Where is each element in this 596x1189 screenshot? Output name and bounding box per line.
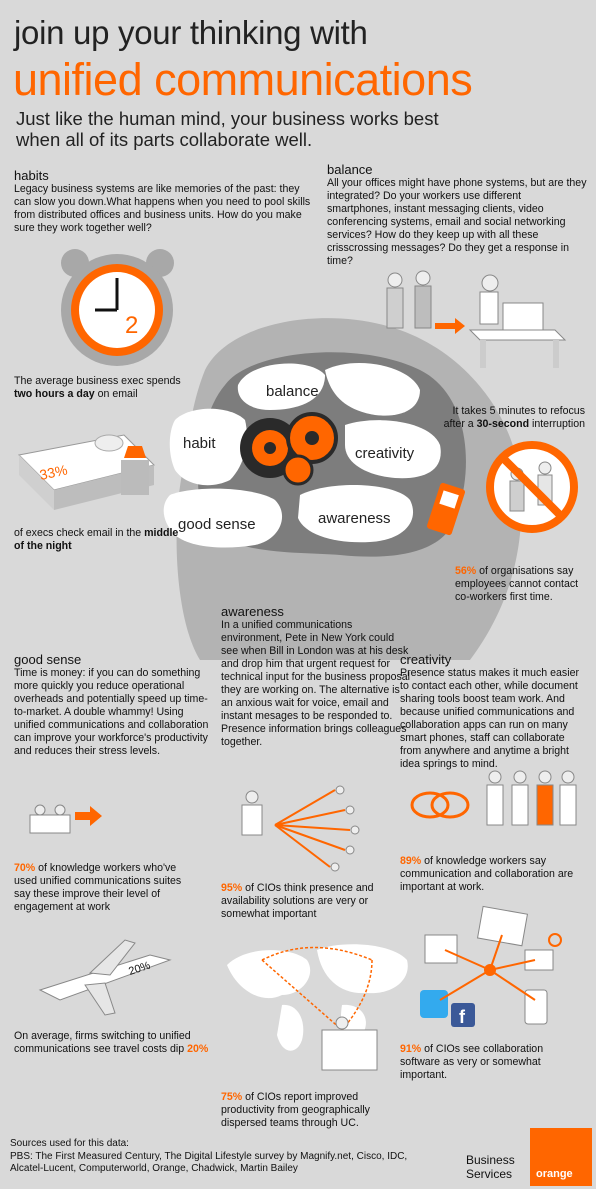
good-sense-stat-travel: On average, firms switching to unified c…: [14, 1030, 209, 1055]
svg-text:f: f: [459, 1007, 466, 1027]
handshake-desk-icon: [386, 270, 567, 368]
mobile-phone-icon: [427, 482, 465, 536]
habits-heading: habits: [14, 168, 49, 183]
habits-section: habits Legacy business systems are like …: [14, 168, 319, 235]
habits-body: Legacy business systems are like memorie…: [14, 183, 311, 234]
brain-label-creativity: creativity: [355, 445, 415, 462]
good-sense-heading: good sense: [14, 652, 82, 667]
world-map-icon: [227, 944, 408, 1071]
brain-label-balance: balance: [266, 383, 319, 400]
broadcast-people-icon: [241, 785, 360, 872]
habits-stat-email: The average business exec spends two hou…: [14, 375, 181, 400]
balance-section: balance All your offices might have phon…: [327, 162, 587, 268]
good-sense-stat-engagement: 70% of knowledge workers who've used uni…: [14, 862, 182, 913]
awareness-section: awareness In a unified communications en…: [221, 604, 413, 749]
awareness-heading: awareness: [221, 604, 284, 619]
balance-body: All your offices might have phone system…: [327, 177, 587, 267]
awareness-stat-presence: 95% of CIOs think presence and availabil…: [221, 882, 374, 920]
business-services-label: Business Services: [466, 1153, 515, 1181]
pillow-stat: 33%: [38, 461, 69, 482]
brain-label-habit: habit: [183, 435, 216, 452]
page-subtitle: Just like the human mind, your business …: [16, 108, 439, 150]
devices-network-icon: f: [420, 905, 562, 1027]
office-workers-icon: [29, 804, 102, 834]
collaboration-people-icon: [410, 770, 577, 826]
page-title: join up your thinking with: [14, 14, 368, 51]
no-contact-icon: [486, 441, 578, 533]
orange-logo: orange: [530, 1128, 592, 1186]
creativity-heading: creativity: [400, 652, 452, 667]
creativity-body: Presence status makes it much easier to …: [400, 667, 579, 770]
bedside-lamp-icon: [121, 446, 149, 495]
balance-stat-contact: 56% of organisations say employees canno…: [455, 565, 579, 603]
sources: Sources used for this data: PBS: The Fir…: [10, 1138, 440, 1176]
page-title-accent: unified communications: [13, 54, 473, 105]
clock-icon: 2: [61, 249, 174, 366]
airplane-icon: 20%: [38, 939, 172, 1016]
sources-body: PBS: The First Measured Century, The Dig…: [10, 1150, 408, 1175]
good-sense-section: good sense Time is money: if you can do …: [14, 652, 214, 758]
creativity-stat-software: 91% of CIOs see collaboration software a…: [400, 1043, 544, 1081]
clock-digit: 2: [125, 312, 138, 339]
habits-stat-night: of execs check email in the middle of th…: [14, 527, 179, 552]
balance-heading: balance: [327, 162, 373, 177]
awareness-body: In a unified communications environment,…: [221, 619, 411, 748]
creativity-stat-communication: 89% of knowledge workers say communicati…: [400, 855, 574, 893]
sources-heading: Sources used for this data:: [10, 1138, 129, 1149]
creativity-section: creativity Presence status makes it much…: [400, 652, 588, 771]
good-sense-body: Time is money: if you can do something m…: [14, 667, 209, 757]
brain-label-good-sense: good sense: [178, 516, 256, 533]
awareness-stat-productivity: 75% of CIOs report improved productivity…: [221, 1091, 370, 1129]
balance-stat-refocus: It takes 5 minutes to refocus after a 30…: [443, 405, 585, 430]
brain-label-awareness: awareness: [318, 510, 391, 527]
